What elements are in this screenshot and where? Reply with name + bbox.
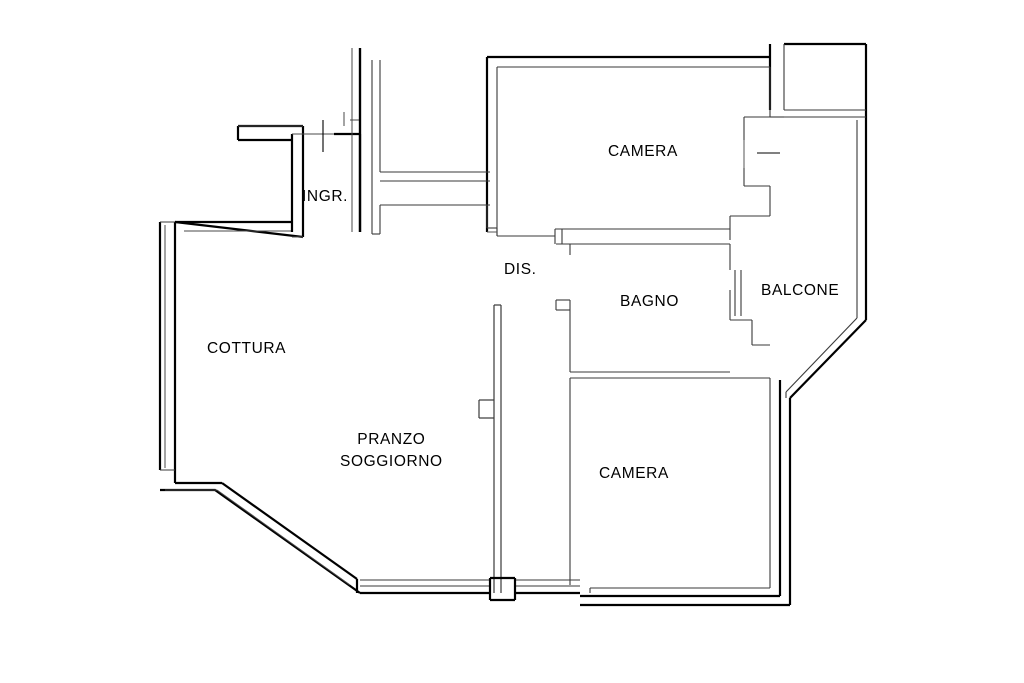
south-window-band — [360, 579, 580, 587]
left-window — [160, 221, 175, 471]
room-label-disimpegno: DIS. — [504, 261, 537, 278]
sliding-partition — [478, 304, 502, 593]
room-label-pranzo: PRANZO — [357, 431, 426, 448]
south-window-mullion — [488, 576, 517, 602]
outer-wall-outline — [158, 42, 868, 607]
disimpegno-walls — [371, 60, 498, 236]
wall-detail-lines — [292, 140, 745, 238]
ingresso-walls — [236, 126, 362, 232]
cottura-soggiorno-thin-lines — [164, 225, 351, 586]
camera-south-walls — [569, 377, 771, 593]
ingresso-thin-lines — [238, 48, 360, 232]
room-label-camera-north: CAMERA — [608, 143, 678, 160]
room-label-bagno: BAGNO — [620, 293, 679, 310]
room-label-ingresso: INGR. — [302, 188, 349, 205]
balcone-walls — [734, 44, 866, 398]
room-label-balcone: BALCONE — [761, 282, 840, 299]
room-label-pranzo-soggiorno: PRANZO SOGGIORNO — [340, 429, 443, 473]
camera-north-walls — [496, 66, 771, 244]
room-label-camera-south: CAMERA — [599, 465, 669, 482]
room-label-cottura: COTTURA — [207, 340, 287, 357]
cottura-soggiorno-walls — [173, 220, 359, 593]
room-label-soggiorno: SOGGIORNO — [340, 453, 443, 470]
camera-south-outer — [580, 380, 782, 598]
